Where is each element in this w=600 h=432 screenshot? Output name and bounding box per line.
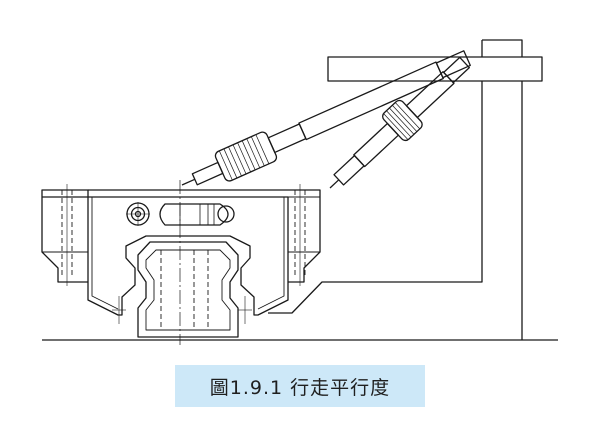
dial-indicator-lower <box>175 43 473 199</box>
slider-block <box>42 180 320 345</box>
caption-text: 圖1.9.1 行走平行度 <box>209 376 391 399</box>
figure-caption: 圖1.9.1 行走平行度 <box>175 365 425 407</box>
linear-rail <box>138 242 238 337</box>
technical-drawing <box>0 0 600 350</box>
dial-stand <box>268 40 542 340</box>
dial-indicator-upper <box>318 49 477 201</box>
stand-crossbar <box>328 57 542 81</box>
